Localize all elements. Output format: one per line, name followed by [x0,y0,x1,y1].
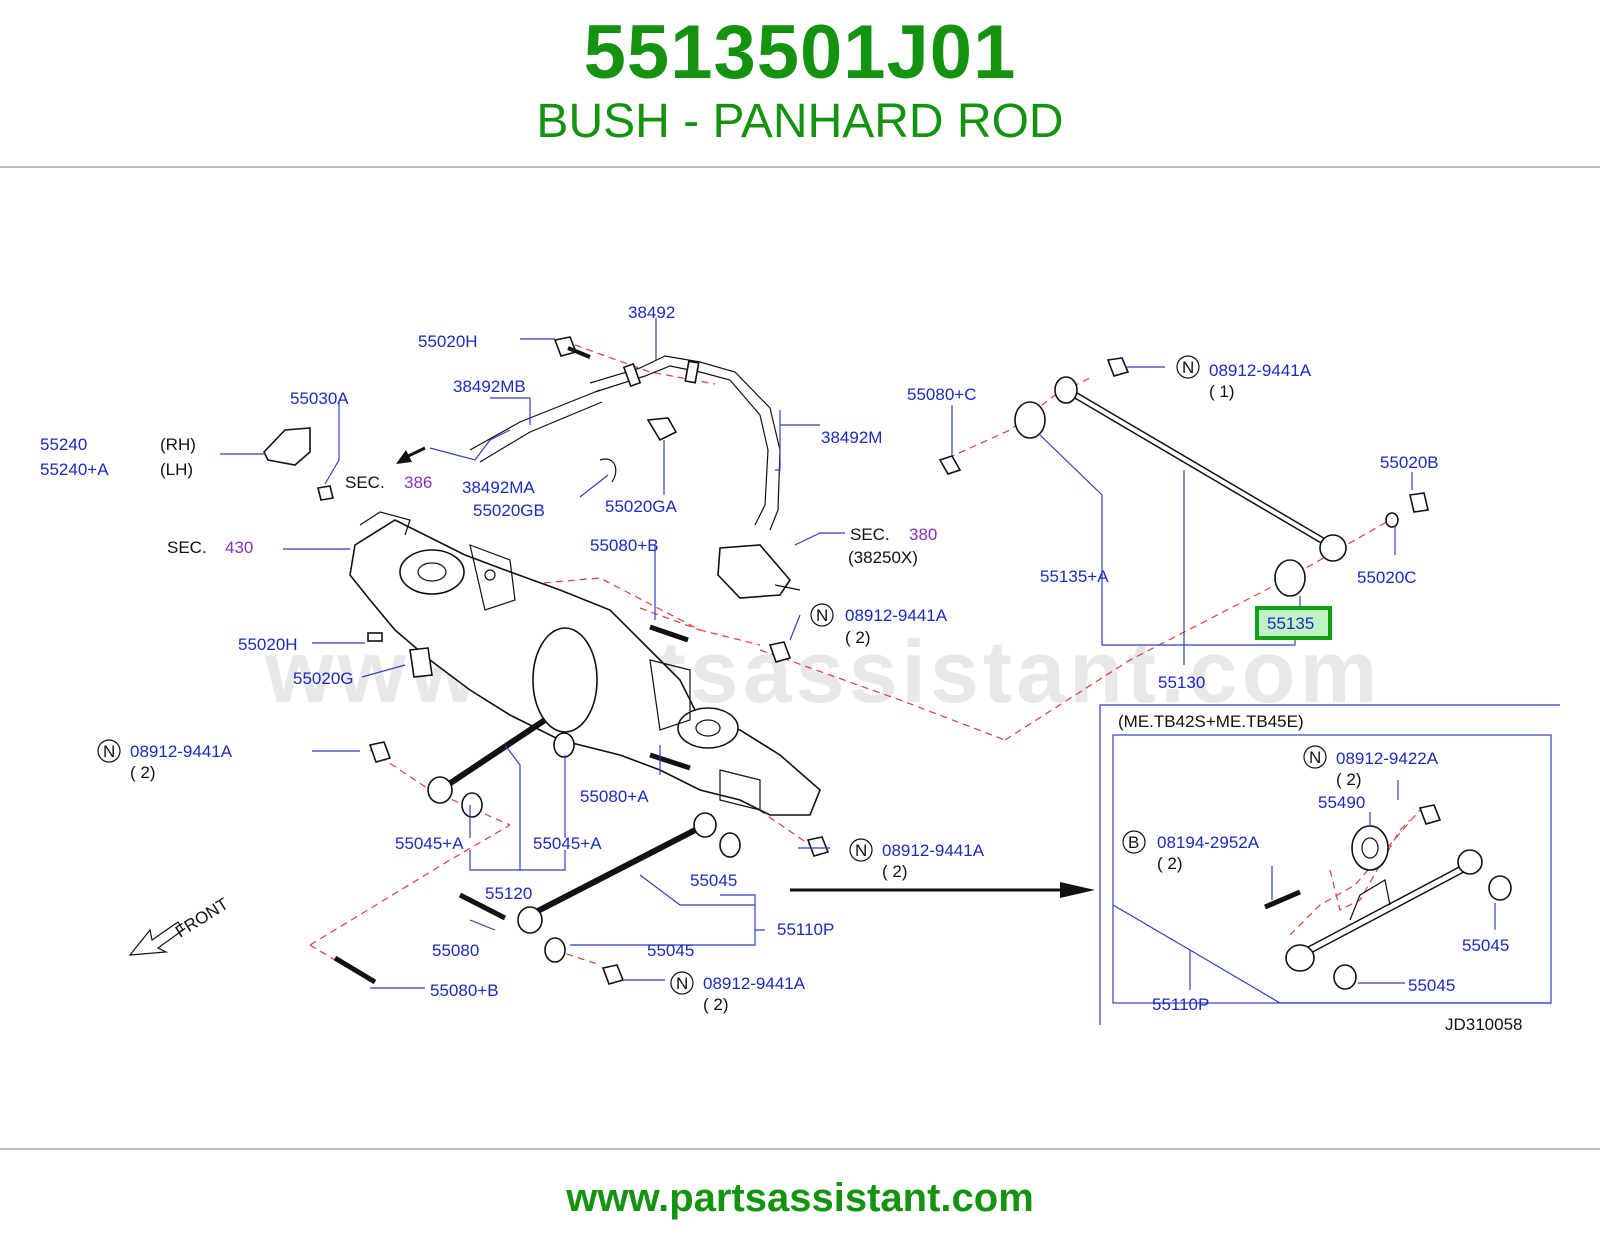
clips-and-brackets [263,417,678,678]
callout-55045a-right: 55045+A [533,834,602,853]
callout-55020h-top: 55020H [418,332,478,351]
inset-title: (ME.TB42S+ME.TB45E) [1118,712,1304,731]
callout-55110p-inset: 55110P [1152,995,1209,1014]
b-symbol-label: B [1128,833,1139,852]
n-symbol-mid: N [816,606,828,625]
header-divider [0,166,1600,168]
callout-55045-mid: 55045 [690,871,737,890]
rear-axle-housing [349,511,821,816]
qty-low: ( 2) [703,995,729,1014]
callout-55045a-left: 55045+A [395,834,464,853]
callout-55080: 55080 [432,941,479,960]
callout-55240a: 55240+A [40,460,109,479]
inset-variant-box [1099,704,1560,1025]
part-name-subtitle: BUSH - PANHARD ROD [536,95,1064,148]
callout-55020c: 55020C [1357,568,1417,587]
callout-55045-low: 55045 [647,941,694,960]
brake-hose-assembly [469,355,801,599]
leader-lines [220,318,1551,1004]
page-header: 5513501J01 BUSH - PANHARD ROD [0,0,1600,168]
qty-right: ( 2) [882,862,908,881]
callout-38492m: 38492M [821,428,882,447]
callout-08194-2952a: 08194-2952A [1157,833,1260,852]
callout-55120: 55120 [485,884,532,903]
sec-430-prefix: SEC. [167,538,207,557]
qty-mid: ( 2) [845,628,871,647]
callout-55135-highlighted: 55135 [1267,614,1314,633]
inset-pointer-arrow-icon [790,882,1095,898]
callout-55020b: 55020B [1380,453,1439,472]
callout-55240: 55240 [40,435,87,454]
callout-08912-9422a: 08912-9422A [1336,749,1439,768]
label-lh: (LH) [160,460,193,479]
qty-left: ( 2) [130,763,156,782]
callout-55135a: 55135+A [1040,567,1109,586]
callout-55130: 55130 [1158,673,1205,692]
footer-website-link[interactable]: www.partsassistant.com [566,1176,1034,1220]
callout-38492mb: 38492MB [453,377,526,396]
sec-380-number: 380 [909,525,937,544]
sec-380-prefix: SEC. [850,525,890,544]
callout-55110p: 55110P [777,920,834,939]
callout-08912-top: 08912-9441A [1209,361,1312,380]
n-symbol-right: N [855,841,867,860]
callout-55030a: 55030A [290,389,349,408]
label-rh: (RH) [160,435,196,454]
n-symbol-inset: N [1309,748,1321,767]
callout-55045-inset-right: 55045 [1462,936,1509,955]
callout-55020ga: 55020GA [605,497,677,516]
front-label: FRONT [172,894,232,941]
qty-top: ( 1) [1209,382,1235,401]
b-symbol-icon [1122,830,1146,854]
n-symbol-left: N [103,742,115,761]
callout-38492: 38492 [628,303,675,322]
lower-links [333,336,830,985]
n-symbol-icons [97,355,1327,995]
callout-55020g: 55020G [293,669,354,688]
n-symbol-top: N [1182,358,1194,377]
footer-divider [0,1148,1600,1150]
highlighted-part-box [1255,606,1332,640]
label-38250x: (38250X) [848,548,918,567]
callout-55080b-low: 55080+B [430,981,499,1000]
callout-55080c: 55080+C [907,385,976,404]
callout-55080a: 55080+A [580,787,649,806]
drawing-code: JD310058 [1445,1015,1523,1034]
callout-55045-inset-low: 55045 [1408,976,1455,995]
callout-38492ma: 38492MA [462,478,535,497]
sec-386-arrow-icon [396,446,426,464]
callout-labels: 55020H 38492 38492MB 55030A 55240 55240+… [40,303,1523,1034]
callout-08912-right: 08912-9441A [882,841,985,860]
callout-08912-mid: 08912-9441A [845,606,948,625]
callout-08912-left: 08912-9441A [130,742,233,761]
sec-430-number: 430 [225,538,253,557]
callout-55490: 55490 [1318,793,1365,812]
sec-386-prefix: SEC. [345,473,385,492]
callout-08912-low: 08912-9441A [703,974,806,993]
panhard-rod [938,357,1429,597]
sec-386-number: 386 [404,473,432,492]
qty-08194: ( 2) [1157,854,1183,873]
part-number-title: 5513501J01 [583,10,1017,95]
n-symbol-low: N [676,974,688,993]
callout-55020gb: 55020GB [473,501,545,520]
qty-9422a: ( 2) [1336,770,1362,789]
front-arrow-icon [128,921,184,956]
callout-55080b-top: 55080+B [590,536,659,555]
callout-55020h-mid: 55020H [238,635,298,654]
